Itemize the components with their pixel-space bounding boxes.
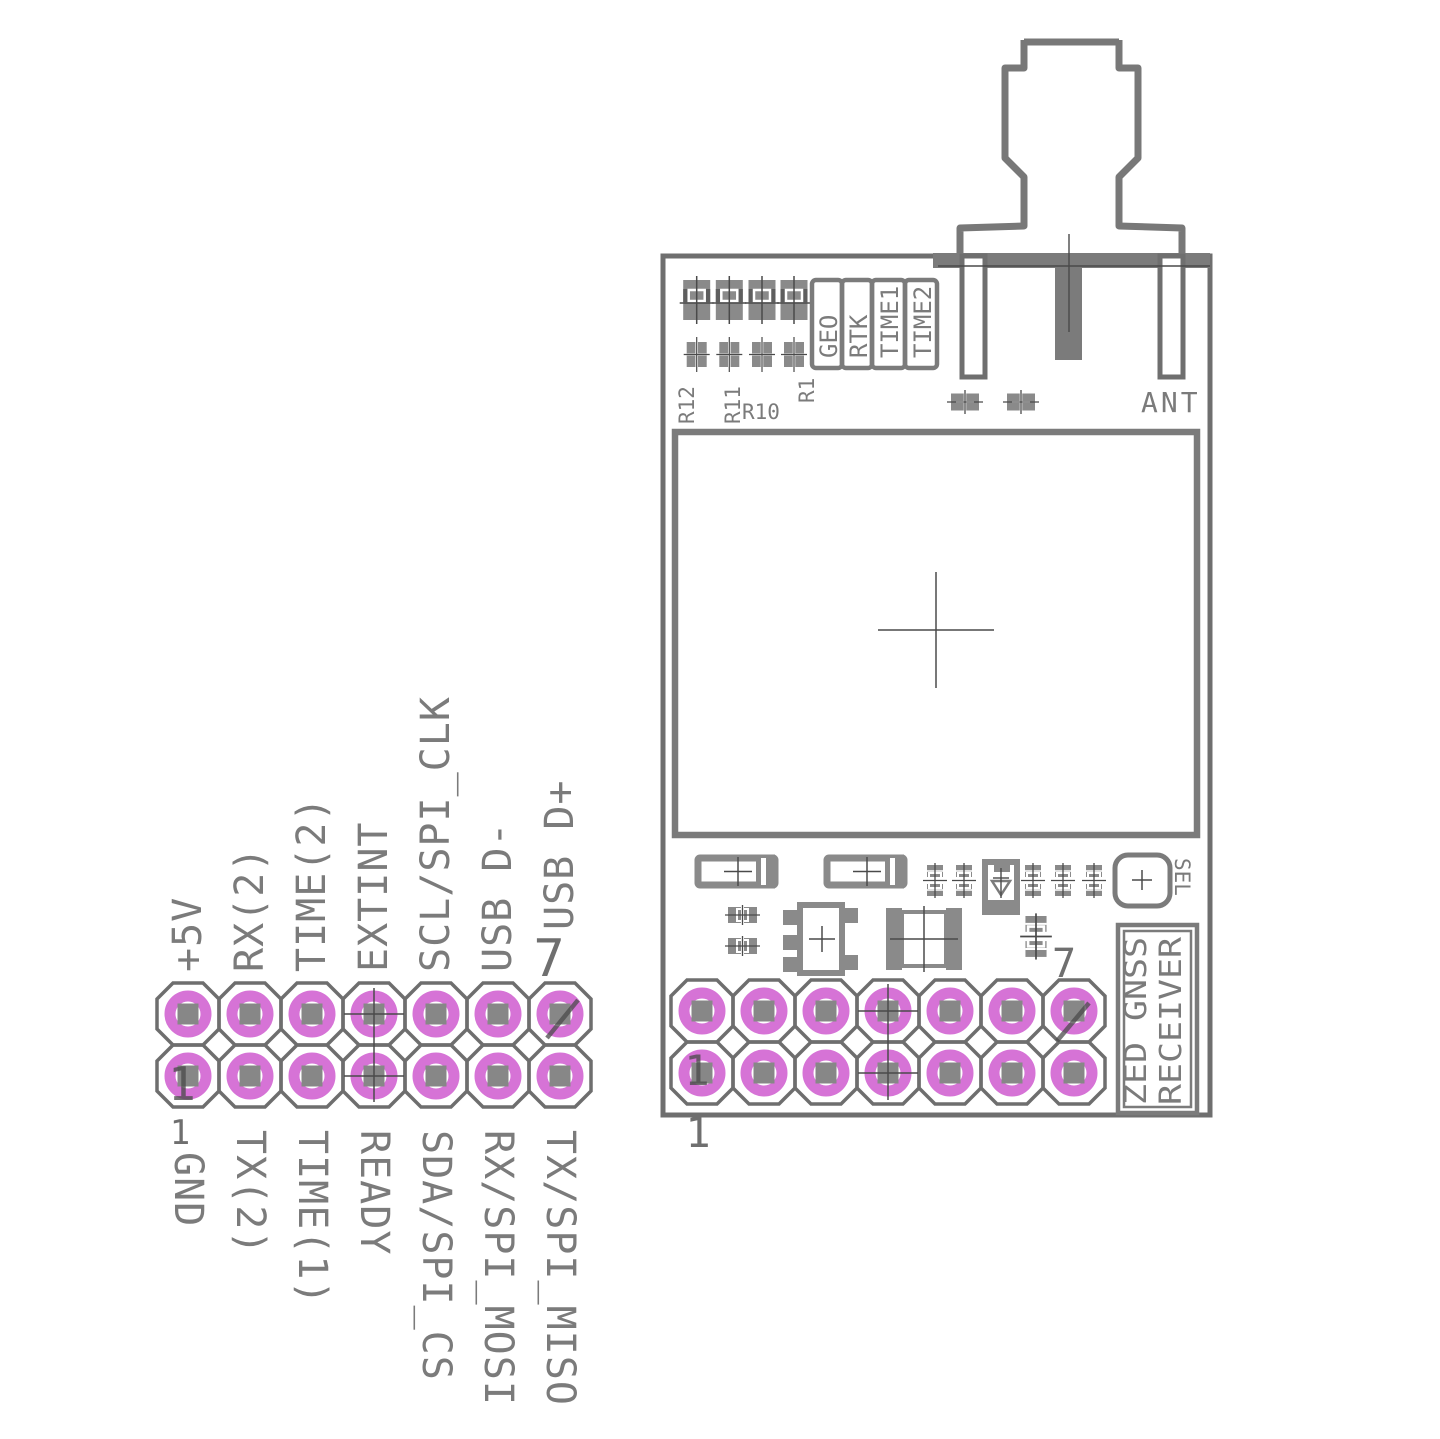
gnss-module-outline [671, 428, 1201, 839]
led-label-geo: GEO [815, 315, 843, 358]
capacitor-2 [827, 855, 904, 889]
pin-label-usbdm: USB D- [475, 822, 521, 973]
led-label-rtk: RTK [845, 314, 873, 358]
board-pin7-slash [1055, 1001, 1091, 1043]
antenna-connector [956, 38, 1186, 256]
pin-label-sda: SDA/SPI_CS [413, 1130, 459, 1381]
pin-label-txmiso: TX/SPI_MISO [537, 1130, 583, 1406]
pin-label-scl: SCL/SPI_CLK [413, 696, 459, 972]
ref-r11: R11 [721, 386, 745, 424]
resistor-4 [1050, 862, 1076, 899]
left-pin7-marker: 7 [533, 929, 564, 989]
status-leds [678, 274, 813, 374]
resistor-1 [922, 862, 948, 899]
pin-label-rx2: RX(2) [227, 847, 273, 972]
gnss-board: ANT GEO RTK TIME1 TIME2 R12 R11 R10 R1 [660, 38, 1213, 1157]
left-pin1-pad-marker: 1 [168, 1057, 196, 1111]
led-rtk [711, 274, 748, 374]
pin-label-extint: EXTINT [351, 822, 397, 973]
regulator-ic [783, 902, 858, 976]
pin-label-gnd: GND [165, 1152, 211, 1227]
resistor-5 [1081, 862, 1107, 899]
led-geo [678, 274, 715, 374]
sel-label: SEL [1170, 858, 1194, 896]
pin-label-rxmosi: RX/SPI_MOSI [475, 1130, 521, 1406]
pin-label-ready: READY [351, 1130, 397, 1255]
pin-label-5v: +5V [165, 897, 211, 972]
resistor-8 [1018, 912, 1054, 961]
led-time2 [775, 274, 813, 374]
board-pin1-marker: 1 [685, 1108, 710, 1157]
resistor-7 [724, 935, 761, 957]
ref-r10: R10 [742, 400, 780, 424]
rf-pad-2 [1001, 388, 1041, 416]
ref-r12: R12 [675, 386, 699, 424]
antenna-leg-left [959, 253, 988, 380]
left-pin7-slash [545, 998, 580, 1040]
board-pin7-marker: 7 [1052, 941, 1076, 987]
crystal [886, 906, 962, 972]
led-time1 [743, 274, 781, 374]
left-pin-header: +5V RX(2) TIME(2) EXTINT SCL/SPI_CLK USB… [157, 696, 591, 1406]
pin-label-usbdp: USB D+ [537, 780, 583, 931]
pin-label-time1: TIME(1) [289, 1130, 335, 1306]
board-pin-header [671, 980, 1105, 1104]
antenna-leg-right [1157, 253, 1186, 380]
ant-label: ANT [1141, 386, 1201, 419]
led-label-time2: TIME2 [909, 286, 937, 358]
board-name-line1: ZED GNSS [1119, 937, 1154, 1105]
left-header-top-labels: +5V RX(2) TIME(2) EXTINT SCL/SPI_CLK USB… [165, 696, 583, 972]
resistor-6 [724, 904, 761, 926]
board-name-box [1115, 922, 1200, 1116]
diode [982, 859, 1020, 915]
pin-label-tx2: TX(2) [227, 1130, 273, 1255]
resistor-3 [1020, 862, 1046, 899]
board-name-line2: RECEIVER [1154, 936, 1189, 1105]
left-pin1-marker: 1 [170, 1113, 190, 1153]
board-pin1-pad-marker: 1 [684, 1046, 709, 1095]
led-label-time1: TIME1 [876, 286, 904, 358]
rf-pad-1 [945, 388, 985, 416]
ref-r1: R1 [795, 378, 819, 403]
left-header-bottom-labels: GND TX(2) TIME(1) READY SDA/SPI_CS RX/SP… [165, 1130, 583, 1406]
sel-button [1112, 852, 1173, 909]
pin-label-time2: TIME(2) [289, 796, 335, 972]
capacitor-1 [698, 855, 775, 889]
resistor-2 [951, 862, 977, 899]
led-label-box [809, 277, 940, 371]
